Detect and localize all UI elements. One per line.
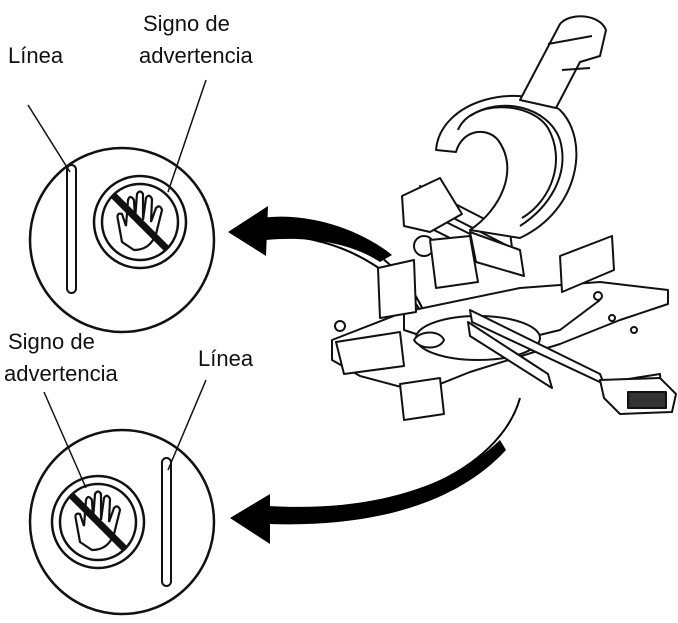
top-arrow-head-icon [228, 206, 268, 256]
no-hands-warning-icon [50, 474, 146, 570]
miter-saw-illustration [331, 15, 677, 421]
top-line-pointer [27, 104, 71, 173]
bottom-line-marker [161, 457, 172, 587]
top-callout [27, 79, 216, 334]
bottom-line-label: Línea [198, 346, 254, 371]
bottom-warning-label-line1: Signo de [8, 329, 95, 354]
top-warning-label-line1: Signo de [143, 11, 230, 36]
bottom-callout [28, 379, 216, 616]
bottom-arrow-head-icon [230, 494, 270, 544]
saw-handle [519, 15, 607, 109]
top-warning-label-line2: advertencia [139, 43, 253, 68]
bottom-curved-arrow [230, 397, 521, 544]
no-hands-warning-icon [92, 174, 188, 270]
bottom-line-pointer [167, 379, 207, 471]
top-warning-pointer [167, 79, 207, 193]
bottom-warning-label-line2: advertencia [4, 361, 118, 386]
bottom-warning-pointer [43, 391, 87, 489]
top-line-label: Línea [8, 43, 64, 68]
top-line-marker [66, 164, 77, 294]
